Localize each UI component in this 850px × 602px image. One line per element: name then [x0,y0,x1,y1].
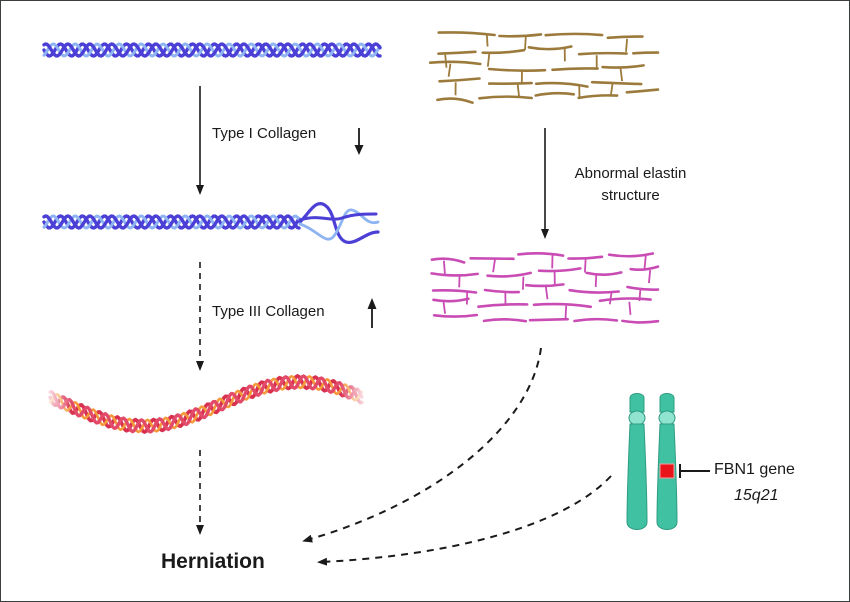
elastin-fiber [517,252,565,257]
elastin-fiber [432,297,470,303]
elastin-fiber [606,35,644,40]
elastin-fiber [551,67,599,72]
arrow-chromosome-to-herniation [317,475,612,566]
elastin-crosslink [544,286,549,300]
elastin-fiber [577,94,619,100]
abnormal-elastin-mesh [430,252,660,324]
elastin-crosslink [625,38,628,52]
gene-pointer [679,464,710,478]
elastin-fiber [629,265,660,271]
elastin-fiber [498,33,543,38]
elastin-fiber [607,252,655,258]
elastin-fiber [483,288,521,294]
normal-elastin-mesh [428,31,660,104]
elastin-crosslink [516,84,521,98]
elastin-fiber [598,297,652,303]
elastin-fiber [527,45,573,51]
chromosome-right [656,393,678,530]
elastin-crosslink [643,255,647,269]
helix-strand [42,214,301,230]
elastin-fiber [585,271,623,277]
elastin-fiber [621,319,660,324]
helix-strand [48,374,364,434]
frayed-collagen-fiber [42,202,380,245]
elastin-crosslink [609,83,614,97]
elastin-fiber [430,272,479,277]
elastin-fiber [534,91,575,97]
elastin-fiber [487,67,547,72]
elastin-crosslink [564,305,568,319]
elastin-fiber [626,285,660,291]
elastin-crosslink [619,67,623,82]
fade-left [44,370,72,440]
elastin-fiber [537,267,582,273]
type1-collagen-label: Type I Collagen [212,125,317,142]
elastin-fiber [577,51,628,56]
elastin-crosslink [444,54,448,68]
elastin-crosslink [628,301,632,315]
helix-strand [48,374,364,434]
fbn1-gene-marker [659,463,675,479]
elastin-crosslink [442,300,446,314]
frayed-strand [298,212,378,222]
type3-collagen-fiber [44,370,368,440]
elastin-fiber [428,60,482,66]
elastin-label: Abnormal elastin structure [558,163,703,207]
elastin-fiber [534,81,589,88]
elastin-fiber [590,80,643,86]
elastin-fiber [632,51,660,55]
elastin-fiber [625,88,660,94]
elastin-fiber [469,257,515,261]
decrease-indicator-icon [354,128,364,155]
normal-collagen-fiber [42,42,382,58]
elastin-crosslink [492,259,496,273]
elastin-crosslink [584,259,587,273]
elastin-label-line1: Abnormal elastin [574,165,687,182]
elastin-fiber [437,50,477,55]
elastin-crosslink [638,287,642,302]
elastin-crosslink [522,276,525,290]
elastin-fiber [478,95,533,100]
elastin-fiber [486,271,532,278]
elastin-label-line2: structure [601,187,660,204]
elastin-fiber [525,283,565,288]
elastin-crosslink [608,291,613,305]
frayed-strand [298,202,380,245]
herniation-label: Herniation [161,550,265,573]
helix-strand [42,42,382,58]
elastin-crosslink [443,260,446,274]
elastin-fiber [528,317,569,322]
elastin-crosslink [648,270,652,284]
elastin-fiber [436,97,474,104]
elastin-crosslink [485,33,489,47]
elastin-fiber [573,317,619,323]
elastin-fiber [430,257,466,264]
elastin-fiber [567,255,604,260]
elastin-fiber [601,64,645,69]
elastin-fiber [568,288,620,294]
elastin-fiber [431,289,478,294]
increase-indicator-icon [367,298,377,328]
type3-collagen-label: Type III Collagen [212,303,325,320]
elastin-crosslink [594,273,598,287]
elastin-fiber [482,318,528,323]
locus-label: 15q21 [734,487,779,504]
elastin-fiber [432,313,479,318]
elastin-fiber [477,303,529,308]
elastin-crosslink [486,53,491,67]
elastin-fiber [532,302,592,309]
chromosome-pair [626,393,710,530]
gene-label: FBN1 gene [714,461,795,478]
elastin-fiber [438,77,481,83]
elastin-fiber [487,81,533,85]
elastin-crosslink [524,36,527,51]
elastin-fiber [544,32,604,37]
elastin-fiber [481,48,526,55]
fade-right [340,370,368,440]
chromosome-left [626,393,648,530]
elastin-fiber [437,31,496,37]
elastin-crosslink [447,63,452,77]
